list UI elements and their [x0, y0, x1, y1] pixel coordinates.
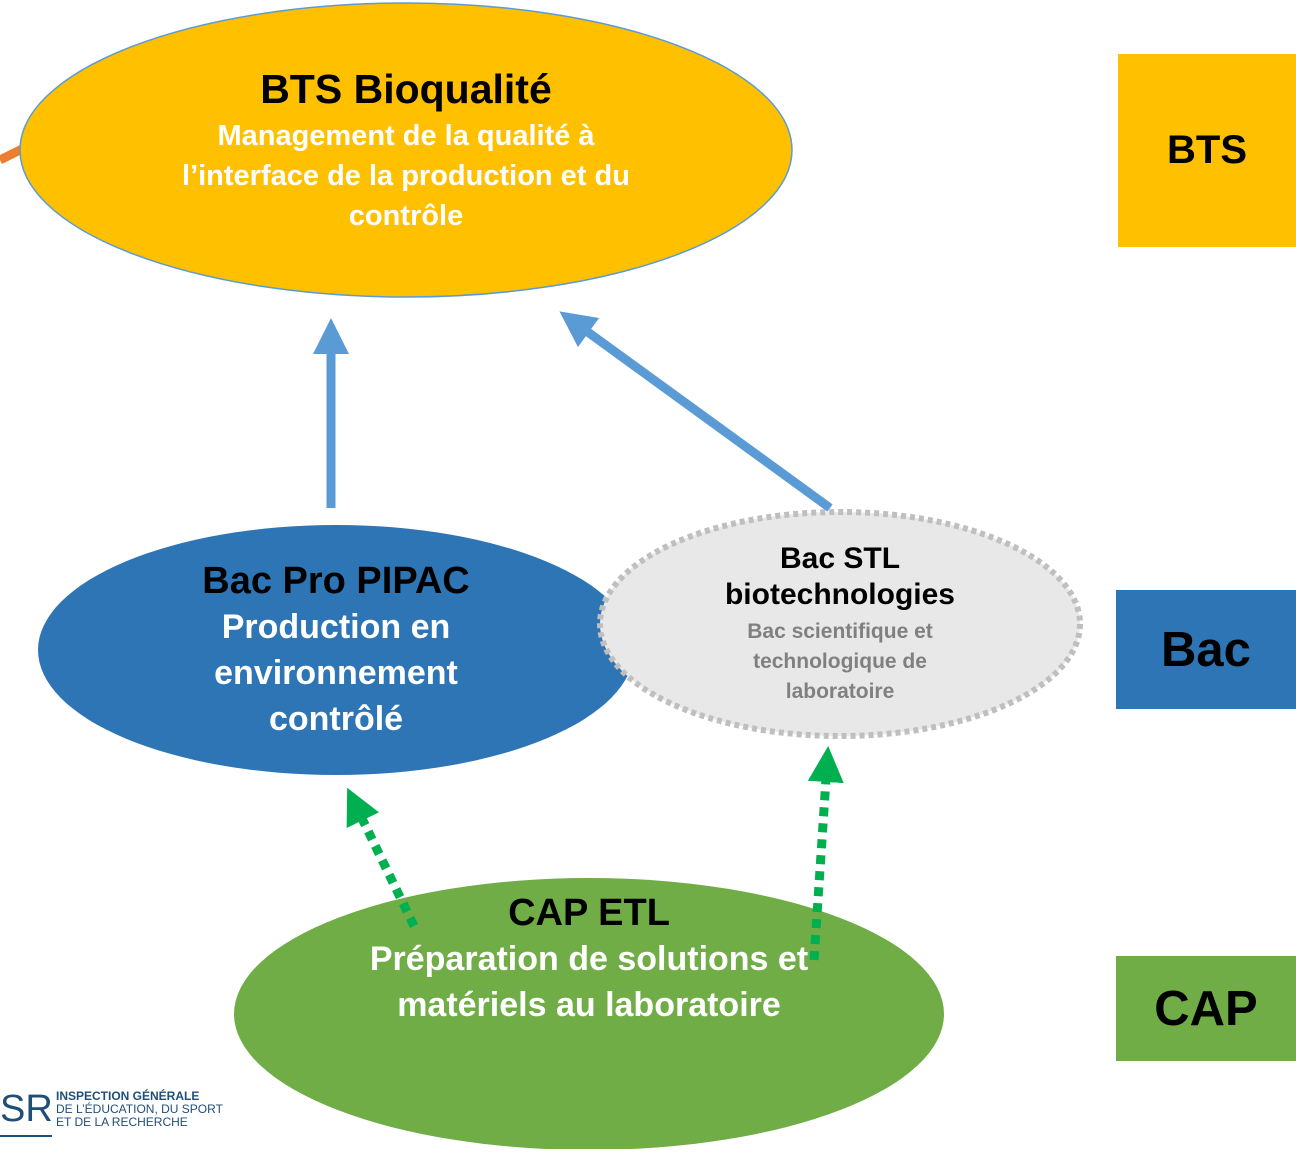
- bts-node: BTS Bioqualité Management de la qualité …: [20, 3, 792, 298]
- bac-stl-node: Bac STL biotechnologies Bac scientifique…: [598, 510, 1082, 738]
- logo-line-3: ET DE LA RECHERCHE: [56, 1115, 188, 1129]
- logo-line-2: DE L’ÉDUCATION, DU SPORT: [56, 1102, 223, 1116]
- bac-stl-title: Bac STL biotechnologies: [724, 542, 955, 611]
- bts-title: BTS Bioqualité: [260, 65, 552, 112]
- logo-mark: SR: [0, 1088, 53, 1130]
- logo-rule: [0, 1135, 52, 1137]
- bts-ellipse: [19, 2, 793, 298]
- level-label-bts: BTS: [1118, 54, 1296, 247]
- logo-line-1: INSPECTION GÉNÉRALE: [56, 1089, 200, 1103]
- bac-pro-subtitle: Production en environnement contrôlé: [214, 608, 458, 738]
- level-label-bac: Bac: [1116, 590, 1296, 709]
- cap-ellipse: [234, 878, 944, 1149]
- edge-cap-to-bacpro: [346, 787, 419, 928]
- edge-stl-to-bts: [559, 311, 833, 512]
- bac-pro-ellipse: [38, 525, 634, 775]
- bts-subtitle: Management de la qualité à l’interface d…: [182, 119, 630, 232]
- igesr-logo: SR INSPECTION GÉNÉRALE DE L’ÉDUCATION, D…: [0, 1087, 290, 1147]
- level-label-cap: CAP: [1116, 956, 1296, 1061]
- cap-title: CAP ETL: [508, 892, 670, 934]
- bac-pro-title: Bac Pro PIPAC: [202, 560, 470, 602]
- edge-cap-to-stl: [807, 746, 844, 961]
- logo-text: INSPECTION GÉNÉRALE DE L’ÉDUCATION, DU S…: [56, 1090, 223, 1129]
- bac-stl-subtitle: Bac scientifique et technologique de lab…: [747, 620, 933, 703]
- cap-subtitle: Préparation de solutions et matériels au…: [369, 940, 809, 1024]
- bac-pro-node: Bac Pro PIPAC Production en environnemen…: [38, 525, 634, 775]
- bac-stl-ellipse: [597, 509, 1083, 739]
- cap-node: CAP ETL Préparation de solutions et maté…: [233, 876, 945, 1152]
